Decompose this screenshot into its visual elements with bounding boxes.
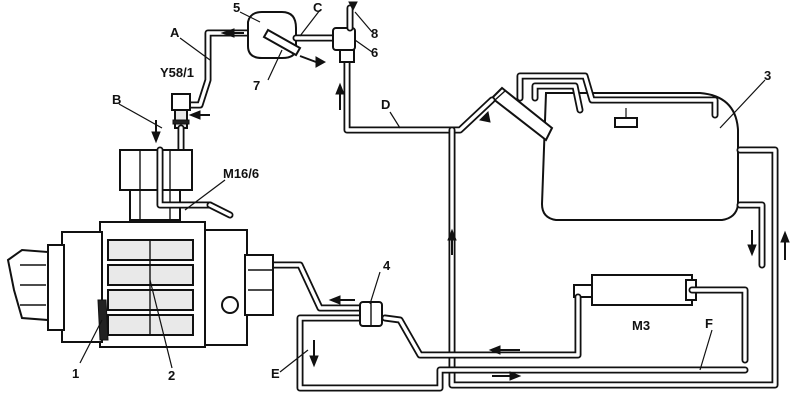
label-3: 3	[764, 68, 771, 83]
purge-valve-y58-1	[171, 93, 191, 154]
engine-block	[6, 146, 274, 348]
component-labels: A B C D E F 1 2 3 4 5 6 7 8 Y58/1 M16/6 …	[72, 0, 771, 383]
label-f: F	[705, 316, 713, 331]
label-a: A	[170, 25, 180, 40]
label-b: B	[112, 92, 121, 107]
label-m3: M3	[632, 318, 650, 333]
label-c: C	[313, 0, 323, 15]
charcoal-canister-5	[184, 11, 339, 109]
label-d: D	[381, 97, 390, 112]
leader-lines	[79, 9, 766, 373]
label-m16-6: M16/6	[223, 166, 259, 181]
fuel-filter-4	[359, 301, 383, 327]
label-8: 8	[371, 26, 378, 41]
label-y58-1: Y58/1	[160, 65, 194, 80]
shutoff-valve-6	[332, 4, 356, 63]
label-4: 4	[383, 258, 391, 273]
label-7: 7	[253, 78, 260, 93]
fuel-tank	[490, 72, 739, 221]
fuel-pump-m3	[573, 274, 697, 306]
label-2: 2	[168, 368, 175, 383]
flow-arrows	[151, 1, 790, 381]
label-6: 6	[371, 45, 378, 60]
label-e: E	[271, 366, 280, 381]
label-1: 1	[72, 366, 79, 381]
label-5: 5	[233, 0, 240, 15]
